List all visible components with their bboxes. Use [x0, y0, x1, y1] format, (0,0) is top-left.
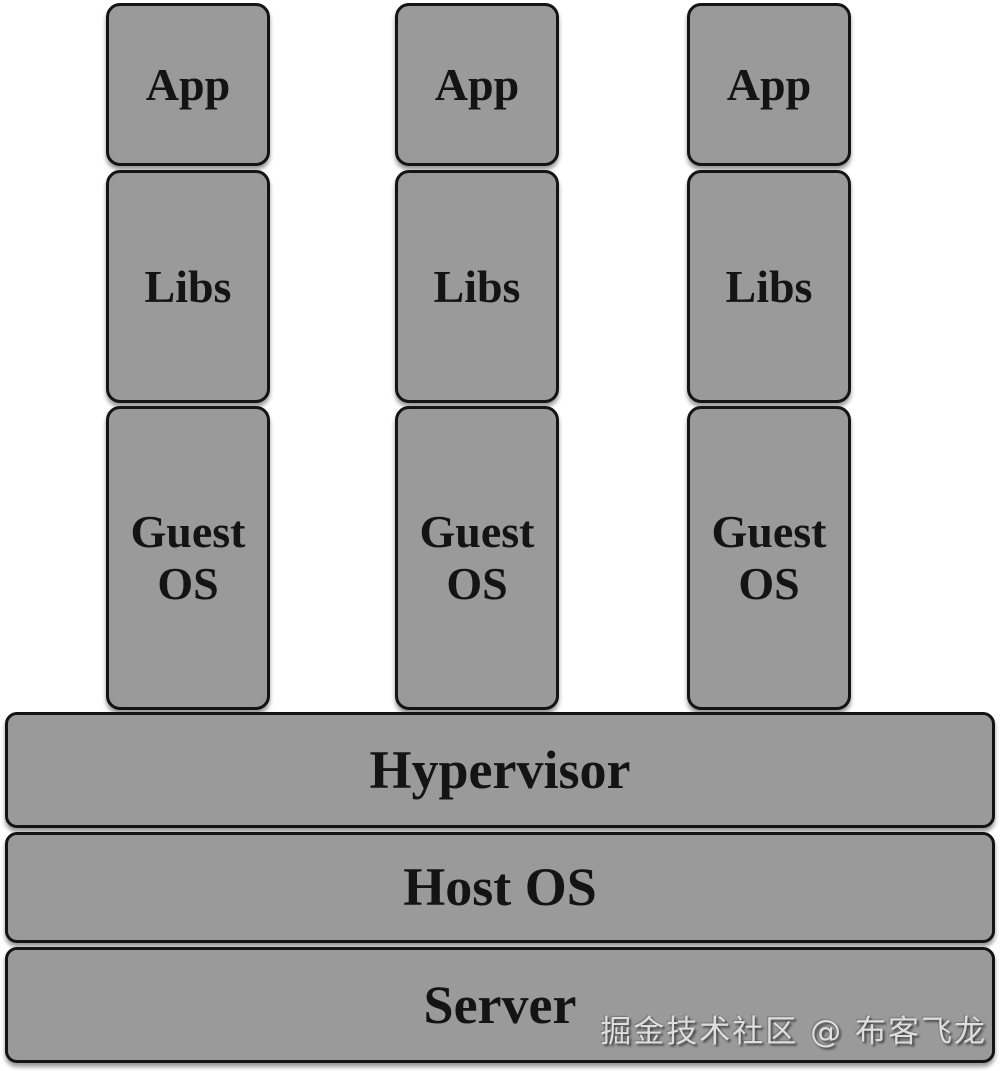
- guest-os-box: Guest OS: [395, 406, 559, 710]
- libs-box: Libs: [395, 170, 559, 403]
- app-box: App: [687, 3, 851, 166]
- guest-os-box: Guest OS: [687, 406, 851, 710]
- libs-box: Libs: [106, 170, 270, 403]
- hypervisor-layer: Hypervisor: [5, 712, 995, 828]
- app-box: App: [106, 3, 270, 166]
- host-os-layer: Host OS: [5, 832, 995, 943]
- watermark: 掘金技术社区 @ 布客飞龙: [600, 1014, 987, 1050]
- server-layer: Server: [5, 947, 995, 1063]
- app-box: App: [395, 3, 559, 166]
- guest-os-box: Guest OS: [106, 406, 270, 710]
- libs-box: Libs: [687, 170, 851, 403]
